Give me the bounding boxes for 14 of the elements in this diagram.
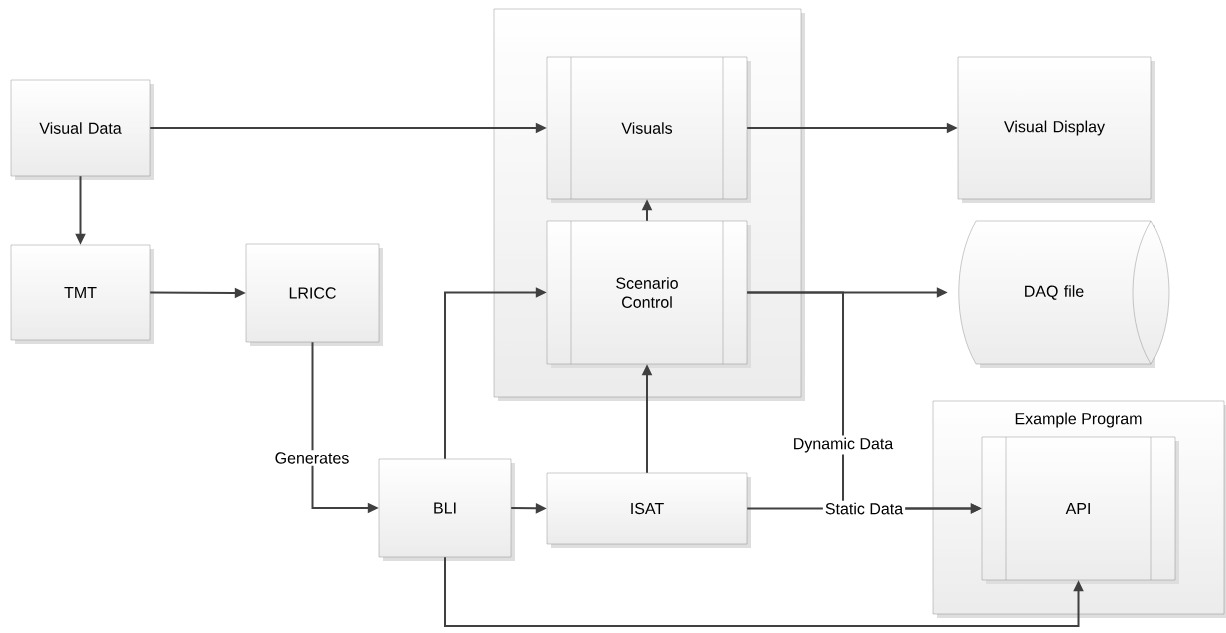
process-box: Visual Data [10, 79, 154, 180]
process-box: TMT [10, 244, 154, 344]
arrow [444, 556, 1084, 627]
edge-label: Generates [272, 450, 352, 466]
edge-label: Static Data [822, 500, 906, 517]
subprocess-box: Visuals [546, 56, 751, 203]
process-box: LRICC [245, 243, 383, 346]
process-box: BLI [378, 458, 515, 561]
process-box: Visual Display [957, 56, 1155, 203]
process-box: ISAT [546, 472, 751, 548]
edge-label: Dynamic Data [790, 435, 896, 455]
storage-cylinder: DAQ file [958, 220, 1170, 368]
subprocess-box: API [981, 436, 1179, 584]
subprocess-box: Scenario Control [546, 220, 751, 368]
